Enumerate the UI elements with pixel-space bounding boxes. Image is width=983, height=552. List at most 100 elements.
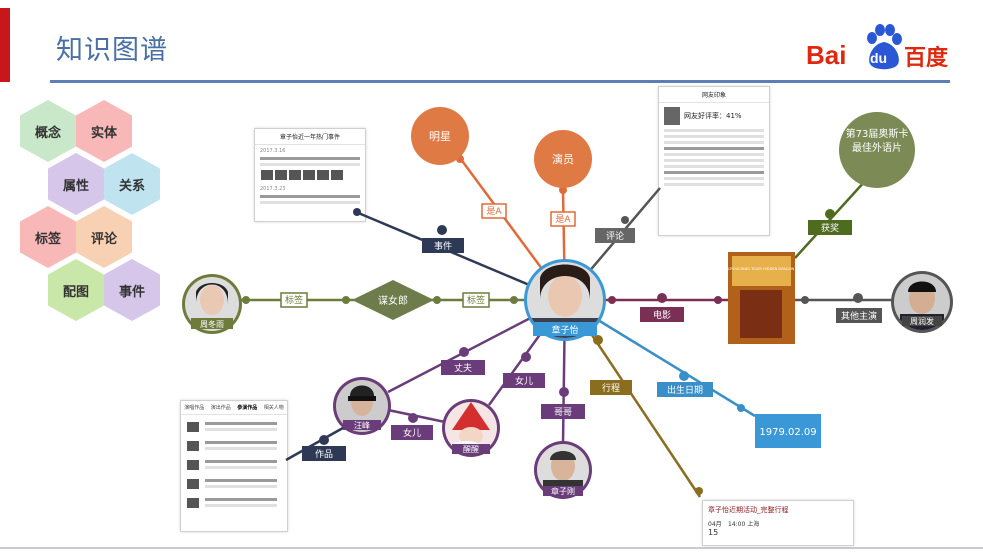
edge-xingcheng: [588, 331, 702, 498]
rel-shiA-1: 是A: [481, 203, 507, 219]
events-card[interactable]: 章子怡近一年热门事件 2017.3.16 2017.3.23: [254, 128, 366, 222]
movie-poster[interactable]: CROUCHING TIGER HIDDEN DRAGON: [728, 252, 795, 344]
event-line: [260, 157, 360, 160]
person-xingxing-label: 醒醒: [463, 445, 479, 454]
baidu-logo: Bai du 百度: [806, 22, 966, 82]
review-line: [664, 159, 764, 162]
svg-text:出生日期: 出生日期: [667, 384, 703, 396]
rel-xingcheng: 行程: [590, 380, 632, 395]
rel-zhangfu: 丈夫: [441, 360, 485, 375]
node-award-label: 第73届奥斯卡最佳外语片: [845, 129, 909, 154]
reviews-header: 网友好评率：41%: [664, 107, 764, 125]
svg-text:标签: 标签: [285, 294, 303, 306]
work-item: [186, 495, 282, 510]
node-award[interactable]: [839, 112, 915, 188]
person-zhangzigang-label: 章子刚: [551, 486, 575, 496]
legend-label: 实体: [90, 125, 117, 141]
legend-image: 配图: [48, 259, 104, 321]
events-date-2: 2017.3.23: [260, 186, 286, 192]
logo-text-du: du: [870, 50, 888, 66]
tab-films[interactable]: 参演作品: [237, 405, 258, 411]
svg-text:女儿: 女儿: [515, 375, 533, 387]
work-item: [186, 476, 282, 491]
paw-icon: [867, 24, 902, 70]
work-item: [186, 419, 282, 434]
title-underline: [50, 80, 950, 83]
svg-text:哥哥: 哥哥: [554, 407, 572, 418]
works-tabs: 演唱作品 演出作品 参演作品 相关人物: [181, 401, 287, 415]
rel-chushengriqi: 出生日期: [657, 382, 713, 397]
logo-text-bai: Bai: [806, 40, 847, 70]
person-xingxing[interactable]: 醒醒: [442, 399, 500, 457]
reviews-card[interactable]: 网友印象 网友好评率：41%: [658, 86, 770, 236]
node-mingxing-label: 明星: [429, 130, 451, 143]
review-line: [664, 147, 764, 150]
footer-line: [0, 547, 983, 549]
node-birthdate[interactable]: [755, 414, 821, 448]
approval-rate: 网友好评率：41%: [684, 112, 742, 120]
rel-zuopin: 作品: [302, 446, 346, 461]
node-center[interactable]: 章子怡: [524, 259, 606, 342]
review-line: [664, 171, 764, 174]
svg-text:电影: 电影: [653, 309, 671, 321]
legend-label: 评论: [90, 231, 117, 247]
svg-text:女儿: 女儿: [403, 427, 421, 439]
rel-biaoqian-1: 标签: [280, 292, 308, 308]
node-yanyuan[interactable]: [534, 130, 592, 188]
logo-text-cn: 百度: [904, 46, 949, 71]
tab-singing[interactable]: 演唱作品: [184, 405, 205, 411]
edge-birth: [597, 318, 756, 418]
rel-pinglun: 评论: [595, 228, 635, 243]
svg-text:是A: 是A: [555, 214, 571, 225]
rel-shiA-2: 是A: [550, 211, 576, 227]
svg-text:获奖: 获奖: [821, 222, 839, 234]
category-legend: 概念 实体 属性 关系 标签 评论 配图 事件: [18, 100, 178, 325]
legend-label: 配图: [62, 284, 89, 300]
event-line: [260, 163, 360, 166]
person-zhourunfa[interactable]: 周润发: [891, 271, 953, 334]
edge-zuopin: [285, 422, 351, 462]
event-line: [260, 201, 360, 204]
review-line: [664, 165, 764, 168]
svg-text:事件: 事件: [434, 240, 452, 252]
edge-award: [794, 179, 867, 259]
work-item: [186, 457, 282, 472]
page-title: 知识图谱: [56, 35, 168, 66]
trip-title: 章子怡近期活动_完整行程: [708, 506, 789, 514]
review-line: [664, 183, 764, 186]
node-mingxing[interactable]: [411, 107, 469, 165]
person-wangfeng[interactable]: 汪峰: [333, 377, 391, 435]
review-line: [664, 135, 764, 138]
node-diamond-label: 谋女郎: [378, 294, 408, 307]
avatar: [664, 107, 680, 125]
node-award-wrap: 第73届奥斯卡最佳外语片: [845, 129, 909, 154]
node-birthdate-label: 1979.02.09: [759, 427, 816, 438]
review-line: [664, 129, 764, 132]
legend-label: 关系: [118, 178, 145, 194]
legend-event: 事件: [104, 259, 160, 321]
events-card-title: 章子怡近一年热门事件: [255, 129, 365, 145]
movie-title: CROUCHING TIGER HIDDEN DRAGON: [728, 267, 795, 271]
trip-month: 04月: [708, 521, 722, 528]
tab-shows[interactable]: 演出作品: [210, 405, 231, 411]
node-center-label: 章子怡: [551, 324, 578, 336]
rel-shijian: 事件: [422, 238, 464, 253]
svg-text:作品: 作品: [315, 448, 333, 460]
rel-biaoqian-2: 标签: [462, 292, 490, 308]
tab-people[interactable]: 相关人物: [263, 405, 284, 411]
svg-text:是A: 是A: [486, 206, 502, 217]
legend-label: 属性: [62, 178, 89, 194]
person-zhangzigang[interactable]: 章子刚: [534, 441, 592, 500]
reviews-card-title: 网友印象: [659, 87, 769, 103]
rel-dianying: 电影: [640, 307, 684, 322]
rel-gege: 哥哥: [541, 404, 585, 419]
node-diamond[interactable]: [352, 280, 434, 320]
works-card[interactable]: 演唱作品 演出作品 参演作品 相关人物: [180, 400, 288, 532]
svg-text:其他主演: 其他主演: [841, 310, 877, 322]
accent-bar: [0, 8, 10, 82]
person-zhoudongyu[interactable]: 周冬雨: [182, 274, 242, 334]
trip-time: 14:00 上海: [728, 521, 760, 528]
rel-qitazhuyan: 其他主演: [836, 308, 882, 323]
